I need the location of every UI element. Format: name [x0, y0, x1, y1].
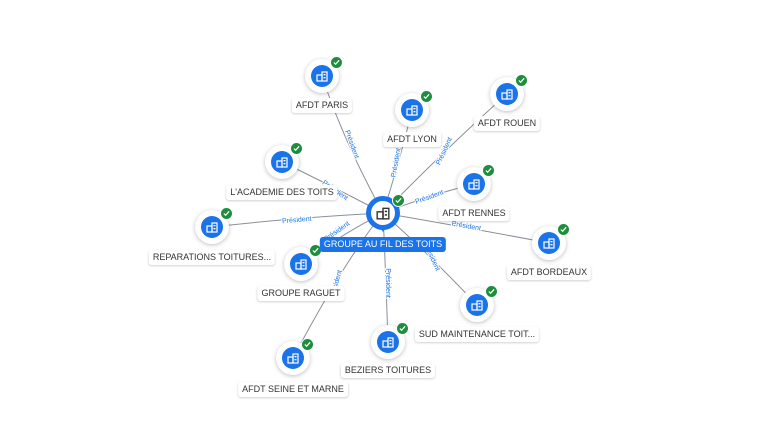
- company-label-afdt-bordeaux[interactable]: AFDT BORDEAUX: [506, 265, 592, 280]
- building-icon: [463, 173, 485, 195]
- company-node-reparations[interactable]: [195, 207, 233, 244]
- edge-label-afdt-lyon: Président: [391, 148, 403, 178]
- center-company-node[interactable]: [366, 194, 405, 232]
- verified-check-icon: [482, 164, 495, 177]
- center-company-label[interactable]: GROUPE AU FIL DES TOITS: [319, 237, 447, 252]
- company-node-groupe-raguet[interactable]: [284, 244, 322, 281]
- company-label-sud-maintenance[interactable]: SUD MAINTENANCE TOIT...: [414, 327, 540, 342]
- edge-reparations: [211, 212, 384, 228]
- company-label-afdt-seine-marne[interactable]: AFDT SEINE ET MARNE: [238, 382, 348, 397]
- verified-check-icon: [220, 207, 233, 220]
- building-icon: [377, 331, 399, 353]
- building-icon: [271, 151, 293, 173]
- company-label-beziers[interactable]: BEZIERS TOITURES: [340, 363, 436, 378]
- verified-check-icon: [515, 74, 528, 87]
- verified-check-icon: [420, 90, 433, 103]
- building-icon: [538, 232, 560, 254]
- building-icon: [290, 253, 312, 275]
- verified-check-icon: [290, 142, 303, 155]
- company-node-afdt-rouen[interactable]: [490, 74, 528, 111]
- company-label-academie[interactable]: L'ACADEMIE DES TOITS: [226, 185, 338, 200]
- verified-check-icon: [485, 285, 498, 298]
- verified-check-icon: [557, 223, 570, 236]
- company-node-afdt-rennes[interactable]: [457, 164, 495, 201]
- company-label-reparations[interactable]: REPARATIONS TOITURES...: [148, 250, 276, 265]
- company-node-beziers[interactable]: [371, 322, 409, 359]
- company-label-afdt-rennes[interactable]: AFDT RENNES: [438, 206, 510, 221]
- edge-afdt-bordeaux: [382, 212, 550, 244]
- company-node-afdt-seine-marne[interactable]: [276, 338, 314, 375]
- verified-check-icon: [396, 322, 409, 335]
- building-icon: [282, 347, 304, 369]
- company-label-groupe-raguet[interactable]: GROUPE RAGUET: [257, 286, 345, 301]
- edge-label-beziers: Président: [384, 268, 391, 298]
- edge-label-afdt-bordeaux: Président: [451, 221, 481, 233]
- company-node-afdt-paris[interactable]: [305, 56, 343, 93]
- verified-check-icon: [301, 338, 314, 351]
- company-label-afdt-rouen[interactable]: AFDT ROUEN: [473, 116, 541, 131]
- company-node-academie[interactable]: [265, 142, 303, 179]
- verified-check-icon: [392, 194, 405, 207]
- edge-label-reparations: Président: [282, 216, 312, 226]
- verified-check-icon: [330, 56, 343, 69]
- company-node-afdt-bordeaux[interactable]: [532, 223, 570, 260]
- company-label-afdt-paris[interactable]: AFDT PARIS: [291, 98, 353, 113]
- building-icon: [311, 65, 333, 87]
- company-node-afdt-lyon[interactable]: [395, 90, 433, 127]
- company-node-sud-maintenance[interactable]: [460, 285, 498, 322]
- location-pin-icon: [378, 224, 388, 232]
- building-icon: [466, 294, 488, 316]
- building-icon: [401, 99, 423, 121]
- building-icon: [371, 201, 395, 225]
- building-icon: [496, 83, 518, 105]
- edge-label-afdt-paris: Président: [343, 129, 360, 159]
- edge-label-afdt-rennes: Président: [414, 189, 444, 206]
- company-label-afdt-lyon[interactable]: AFDT LYON: [383, 132, 441, 147]
- building-icon: [201, 216, 223, 238]
